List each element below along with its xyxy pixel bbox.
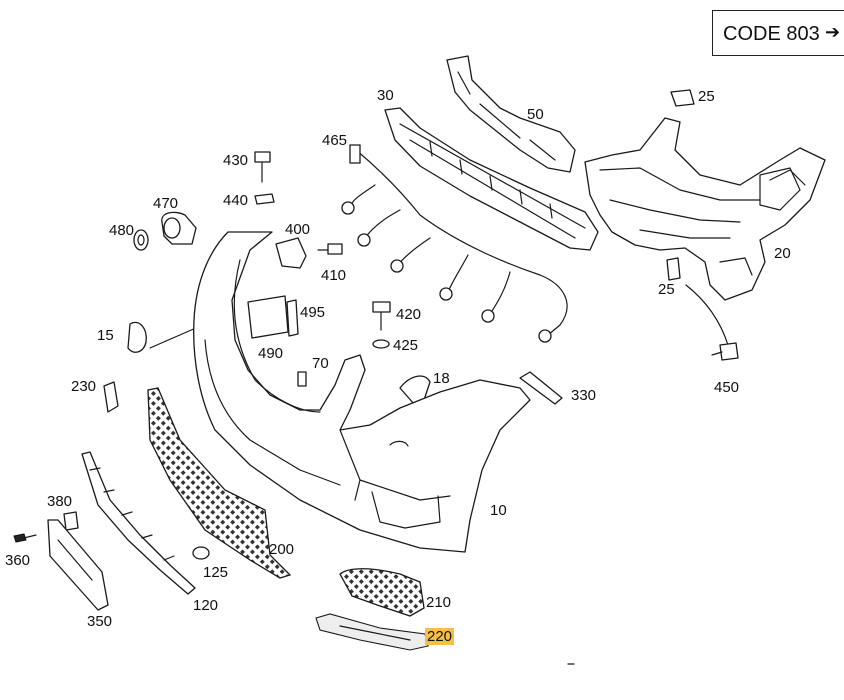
part-10-bumper [193,231,531,553]
right-arrow-icon: ➔ [825,22,841,42]
label-420: 420 [396,306,422,323]
label-330: 330 [571,387,597,404]
part-200-grille [147,387,292,579]
part-410-bolt [317,243,343,255]
part-20-side-bracket [584,117,826,301]
part-120-trim [81,451,196,595]
part-495-bracket [286,299,299,337]
label-120: 120 [193,597,219,614]
part-380-clip [63,511,79,531]
label-15: 15 [97,327,114,344]
label-18: 18 [433,370,450,387]
part-50-bracket [446,55,576,173]
label-430: 430 [223,152,249,169]
label-125: 125 [203,564,229,581]
label-440: 440 [223,192,249,209]
label-230: 230 [71,378,97,395]
label-210: 210 [426,594,452,611]
label-25-top: 25 [698,88,715,105]
part-330-strip [519,371,563,405]
label-470: 470 [153,195,179,212]
label-220-highlighted: 220 [425,628,455,645]
label-200: 200 [269,541,295,558]
part-18-clip [399,375,431,405]
label-380: 380 [47,493,73,510]
part-25-clip-top [670,89,695,107]
part-15-cover [127,321,206,353]
part-425-washer [372,339,390,349]
part-440-clip [254,193,275,205]
part-430-bolt [254,151,271,183]
label-50: 50 [527,106,544,123]
part-30-absorber [384,107,599,251]
label-490: 490 [258,345,284,362]
part-350-plate [47,519,109,611]
part-400-holder [275,237,307,269]
label-410: 410 [321,267,347,284]
part-125-plug [192,546,210,560]
label-70: 70 [312,355,329,372]
label-450: 450 [714,379,740,396]
part-450-screw [685,284,739,361]
label-400: 400 [285,221,311,238]
part-25-clip-lower [666,257,681,281]
label-360: 360 [5,552,31,569]
label-480: 480 [109,222,135,239]
part-470-sensor [161,211,197,245]
label-30: 30 [377,87,394,104]
code-box: CODE 803 ➔ [712,10,844,56]
part-465-harness [341,144,568,343]
label-10: 10 [490,502,507,519]
part-210-fog-grille [339,568,425,617]
label-20: 20 [774,245,791,262]
part-360-screw [13,533,37,543]
part-480-ring [133,229,149,251]
label-25-lower: 25 [658,281,675,298]
part-220-strip [315,613,429,651]
label-350: 350 [87,613,113,630]
code-label: CODE 803 [723,23,820,45]
part-420-bolt [372,301,391,331]
label-495: 495 [300,304,326,321]
label-465: 465 [322,132,348,149]
part-70-stud [297,371,307,387]
part-490-module [247,295,289,339]
part-230-bracket [103,381,119,413]
label-425: 425 [393,337,419,354]
